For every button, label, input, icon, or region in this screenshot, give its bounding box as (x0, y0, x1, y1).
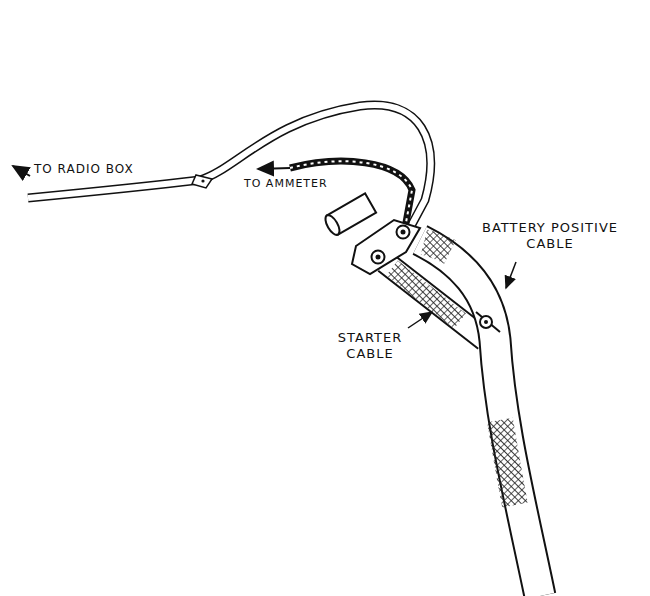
wire-label: TO RADIO BOX (34, 162, 184, 177)
wire-label: STARTER CABLE (330, 330, 410, 363)
terminal-post (323, 193, 420, 274)
direction-arrow (258, 168, 290, 169)
wire-label: BATTERY POSITIVE CABLE (462, 220, 638, 253)
direction-arrow (13, 166, 30, 176)
battery-cable (420, 240, 540, 596)
cable-clip (476, 312, 500, 332)
leader-arrow (408, 312, 432, 328)
wire-label: TO AMMETER (244, 177, 344, 191)
leader-arrow (506, 262, 516, 288)
